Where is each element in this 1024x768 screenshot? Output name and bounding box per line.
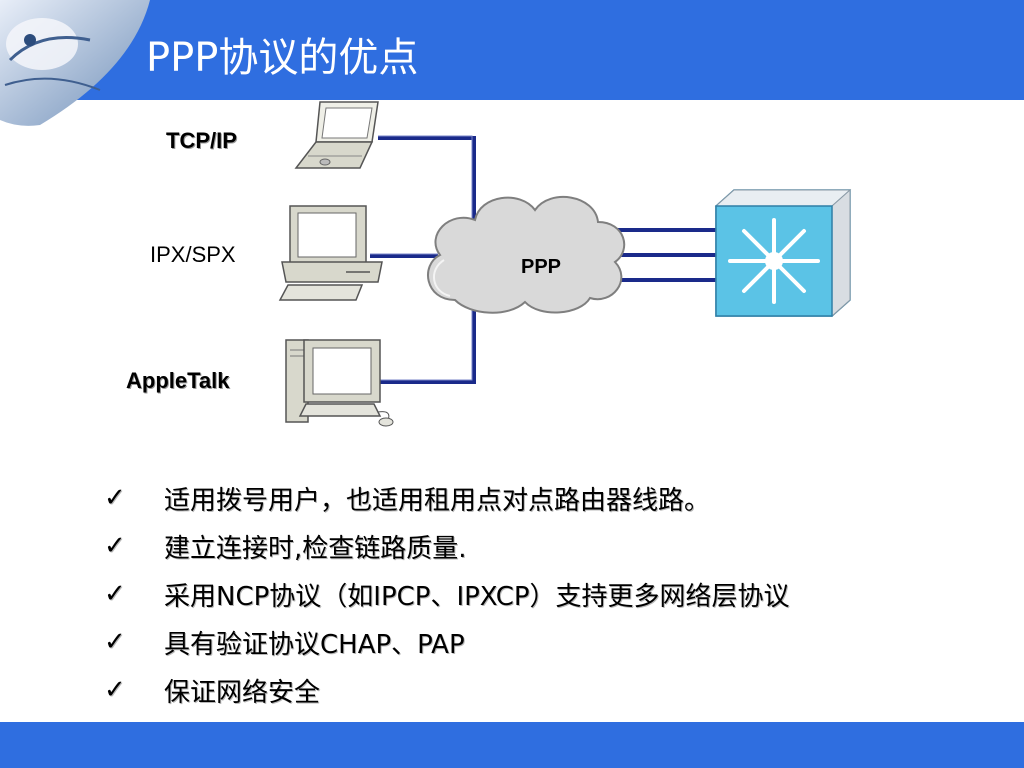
protocol-label-ipxspx: IPX/SPX bbox=[150, 242, 236, 267]
line-tcpip bbox=[378, 136, 476, 228]
network-diagram: PPP bbox=[278, 101, 852, 427]
check-icon: ✓ bbox=[104, 675, 126, 705]
list-item-text: 建立连接时,检查链路质量. bbox=[164, 533, 467, 564]
check-icon: ✓ bbox=[104, 531, 126, 561]
header-decoration-image bbox=[0, 0, 150, 126]
footer-bar bbox=[0, 722, 1024, 768]
list-item: ✓ 具有验证协议CHAP、PAP bbox=[104, 618, 790, 666]
check-icon: ✓ bbox=[104, 627, 126, 657]
desktop-computer-icon bbox=[278, 205, 383, 301]
list-item-text: 具有验证协议CHAP、PAP bbox=[164, 629, 465, 660]
list-item: ✓ 适用拨号用户，也适用租用点对点路由器线路。 bbox=[104, 474, 790, 522]
connection-lines bbox=[370, 136, 716, 384]
switch-icon bbox=[714, 188, 852, 318]
protocol-label-appletalk: AppleTalk bbox=[126, 368, 230, 393]
protocol-label-tcpip: TCP/IP bbox=[166, 128, 237, 153]
list-item: ✓ 保证网络安全 bbox=[104, 666, 790, 714]
list-item-text: 适用拨号用户，也适用租用点对点路由器线路。 bbox=[164, 485, 711, 516]
ppp-cloud-icon bbox=[427, 195, 626, 314]
line-appletalk bbox=[378, 290, 476, 384]
tower-computer-icon bbox=[285, 339, 394, 427]
check-icon: ✓ bbox=[104, 579, 126, 609]
list-item-text: 采用NCP协议（如IPCP、IPXCP）支持更多网络层协议 bbox=[164, 581, 790, 612]
slide-title: PPP协议的优点 bbox=[146, 35, 419, 81]
advantage-list: ✓ 适用拨号用户，也适用租用点对点路由器线路。 ✓ 建立连接时,检查链路质量. … bbox=[104, 474, 790, 714]
cloud-label: PPP bbox=[521, 256, 561, 278]
header-bar bbox=[0, 0, 1024, 100]
check-icon: ✓ bbox=[104, 483, 126, 513]
list-item-text: 保证网络安全 bbox=[164, 677, 321, 708]
laptop-icon bbox=[294, 101, 379, 169]
list-item: ✓ 采用NCP协议（如IPCP、IPXCP）支持更多网络层协议 bbox=[104, 570, 790, 618]
list-item: ✓ 建立连接时,检查链路质量. bbox=[104, 522, 790, 570]
